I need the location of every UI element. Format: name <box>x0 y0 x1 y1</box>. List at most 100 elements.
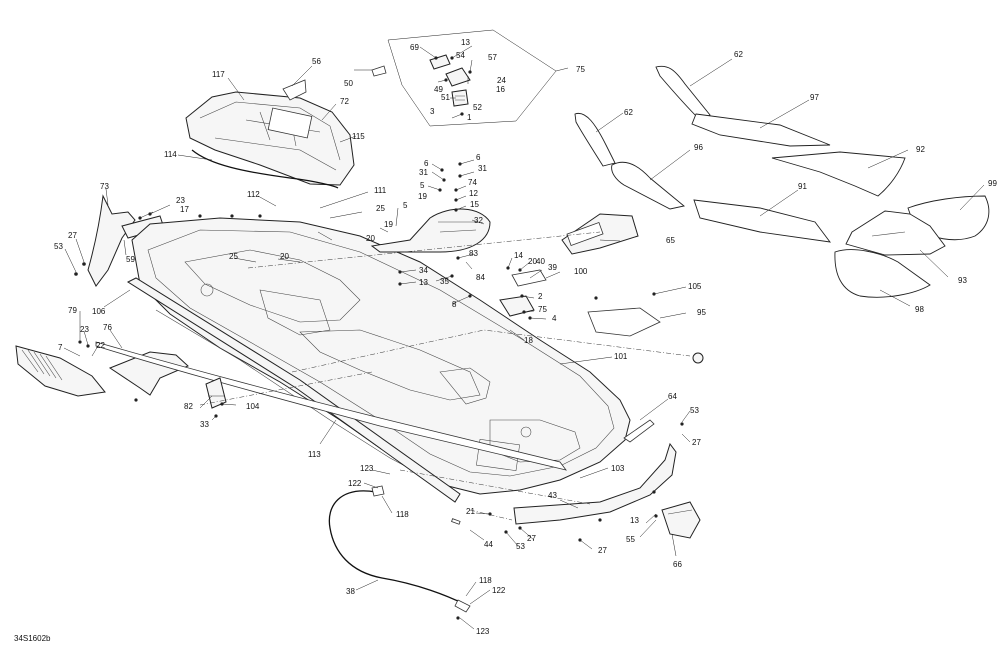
callout: 62 <box>624 108 633 117</box>
callout: 59 <box>126 255 135 264</box>
callout: 74 <box>468 178 477 187</box>
callout: 44 <box>484 540 493 549</box>
storage-bin <box>185 65 387 189</box>
decal-set <box>574 65 990 298</box>
callout: 12 <box>469 189 478 198</box>
callout: 20 <box>366 234 375 243</box>
callout: 21 <box>466 507 475 516</box>
callout: 84 <box>476 273 485 282</box>
callout: 23 <box>80 325 89 334</box>
callout: 54 <box>456 51 465 60</box>
callout: 118 <box>396 510 409 519</box>
callout: 97 <box>810 93 819 102</box>
callout: 1 <box>467 113 472 122</box>
callout: 118 <box>479 576 492 585</box>
callout: 5 <box>403 201 408 210</box>
callout: 93 <box>958 276 967 285</box>
callout: 122 <box>348 479 362 488</box>
callout: 57 <box>488 53 497 62</box>
callout: 23 <box>176 196 185 205</box>
callout: 92 <box>916 145 925 154</box>
callout: 83 <box>469 249 478 258</box>
hull-deck <box>131 217 631 495</box>
callout: 38 <box>346 587 355 596</box>
callout: 35 <box>440 277 449 286</box>
callout: 99 <box>988 179 997 188</box>
callout: 22 <box>96 341 105 350</box>
callout: 14 <box>514 251 523 260</box>
callout: 20 <box>528 257 537 266</box>
callout: 82 <box>184 402 193 411</box>
callout: 117 <box>212 70 225 79</box>
callout: 3 <box>430 107 435 116</box>
cable-38 <box>328 485 471 613</box>
callout: 7 <box>58 343 63 352</box>
hardware-fasteners <box>74 56 684 620</box>
callout: 27 <box>692 438 701 447</box>
callout: 79 <box>68 306 77 315</box>
callout: 50 <box>344 79 353 88</box>
callout: 123 <box>476 627 490 636</box>
callout: 103 <box>611 464 625 473</box>
callout: 15 <box>470 200 479 209</box>
callout: 100 <box>574 267 588 276</box>
callout: 6 <box>476 153 481 162</box>
callout: 25 <box>376 204 385 213</box>
callout: 16 <box>496 85 505 94</box>
callout: 20 <box>280 252 289 261</box>
callout: 65 <box>666 236 675 245</box>
callout: 106 <box>92 307 106 316</box>
callout: 112 <box>247 190 260 199</box>
callout: 53 <box>690 406 699 415</box>
callout: 55 <box>626 535 635 544</box>
callout: 98 <box>915 305 924 314</box>
callout: 96 <box>694 143 703 152</box>
callout: 6 <box>424 159 429 168</box>
callout: 72 <box>340 97 349 106</box>
callout: 34 <box>419 266 428 275</box>
callout: 51 <box>441 93 450 102</box>
rub-rails <box>95 277 677 525</box>
callout: 40 <box>536 257 545 266</box>
callout: 4 <box>552 314 557 323</box>
callout-labels: 117 56 50 72 115 114 69 13 54 57 24 16 4… <box>54 38 997 636</box>
callout: 13 <box>419 278 428 287</box>
callout: 115 <box>352 132 365 141</box>
callout: 31 <box>478 164 487 173</box>
callout: 13 <box>461 38 470 47</box>
callout: 66 <box>673 560 682 569</box>
callout: 105 <box>688 282 702 291</box>
callout: 53 <box>54 242 63 251</box>
callout: 52 <box>473 103 482 112</box>
callout: 111 <box>374 186 387 195</box>
callout: 8 <box>452 300 457 309</box>
callout: 69 <box>410 43 419 52</box>
callout: 123 <box>360 464 374 473</box>
callout: 95 <box>697 308 706 317</box>
leader-lines <box>63 45 985 630</box>
callout: 122 <box>492 586 506 595</box>
callout: 43 <box>548 491 557 500</box>
callout: 27 <box>68 231 77 240</box>
callout: 32 <box>474 216 483 225</box>
callout: 56 <box>312 57 321 66</box>
callout: 104 <box>246 402 260 411</box>
callout: 73 <box>100 182 109 191</box>
callout: 101 <box>614 352 628 361</box>
callout: 13 <box>630 516 639 525</box>
callout: 113 <box>308 450 321 459</box>
callout: 19 <box>384 220 393 229</box>
callout: 2 <box>538 292 543 301</box>
callout: 114 <box>164 150 177 159</box>
callout: 75 <box>538 305 547 314</box>
callout: 49 <box>434 85 443 94</box>
callout: 17 <box>180 205 189 214</box>
callout: 27 <box>527 534 536 543</box>
callout: 39 <box>548 263 557 272</box>
callout: 76 <box>103 323 112 332</box>
callout: 19 <box>418 192 427 201</box>
callout: 18 <box>524 336 533 345</box>
drawing-code: 34S1602b <box>14 634 51 643</box>
callout: 75 <box>576 65 585 74</box>
callout: 5 <box>420 181 425 190</box>
